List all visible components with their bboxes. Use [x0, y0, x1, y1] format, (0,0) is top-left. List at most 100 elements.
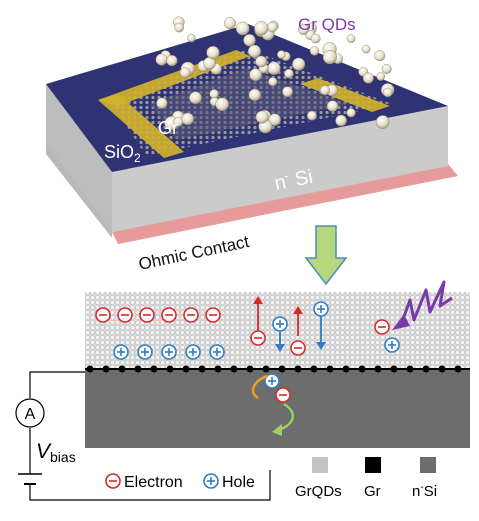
quantum-dot [346, 34, 356, 43]
quantum-dot [254, 21, 269, 36]
quantum-dot [247, 44, 261, 58]
quantum-dot [243, 34, 256, 47]
quantum-dot [361, 44, 371, 54]
electron-icon [139, 307, 155, 323]
electron-icon [183, 307, 199, 323]
graphene-atom [326, 365, 334, 373]
quantum-dot [248, 88, 261, 102]
electron-icon [250, 330, 266, 346]
electron-icon [275, 387, 291, 403]
down-arrow-icon [304, 225, 348, 286]
quantum-dot [189, 91, 202, 105]
gold-electrode-left [98, 94, 184, 158]
electron-row [95, 307, 221, 323]
ammeter-icon [15, 398, 45, 428]
quantum-dot [174, 22, 184, 33]
quantum-dot [267, 61, 281, 76]
label-sio2: SiO2 [104, 142, 141, 165]
hole-icon [264, 373, 280, 389]
quantum-dot [156, 97, 168, 109]
scattered-carriers [250, 301, 400, 403]
photon-wave-icon [400, 280, 453, 323]
graphene-atom [134, 365, 142, 373]
quantum-dot [255, 55, 267, 68]
electron-icon [205, 307, 221, 323]
legend-nsi-swatch [420, 457, 436, 473]
graphene-atom [310, 365, 318, 373]
label-gr: Gr [158, 118, 178, 138]
bias-circuit: A Vbias [15, 371, 271, 501]
hole-icon [185, 344, 201, 360]
electron-icon [117, 307, 133, 323]
quantum-dot [284, 68, 294, 79]
electron-icon [374, 319, 390, 335]
quantum-dot [322, 50, 337, 65]
quantum-dot [187, 33, 196, 43]
quantum-dot [235, 21, 250, 36]
quantum-dot [215, 97, 229, 112]
legend-hole-label: Hole [222, 474, 255, 491]
electron-icon [290, 340, 306, 356]
quantum-dot [375, 115, 390, 129]
hole-row [113, 344, 225, 360]
graphene-atom [214, 365, 222, 373]
carrier-arrows [253, 296, 326, 352]
quantum-dot [374, 50, 386, 62]
graphene-atom [374, 365, 382, 373]
quantum-dot [223, 17, 236, 30]
quantum-dot [181, 112, 194, 126]
ammeter-symbol: A [25, 406, 36, 423]
legend-grqds-swatch [312, 457, 328, 473]
hole-icon [137, 344, 153, 360]
graphene-atom [294, 365, 302, 373]
quantum-dot [209, 89, 219, 99]
orange-curved-arrow [251, 374, 269, 400]
legend-nsi-label: n-Si [412, 482, 437, 500]
graphene-atom [150, 365, 158, 373]
graphene-atom [278, 365, 286, 373]
cross-section [85, 280, 470, 448]
graphene-atom [438, 365, 446, 373]
graphene-atom [342, 365, 350, 373]
hole-icon [384, 337, 400, 353]
graphene-atom [230, 365, 238, 373]
graphene-quantum-dots [155, 16, 395, 134]
graphene-atom [262, 365, 270, 373]
legend-gr-swatch [365, 457, 381, 473]
label-gr-qds: Gr QDs [298, 15, 356, 34]
graphene-atom [118, 365, 126, 373]
quantum-dot [277, 50, 286, 59]
si-left-face [46, 84, 112, 232]
hole-icon [209, 344, 225, 360]
hole-icon [272, 316, 288, 332]
quantum-dot [292, 57, 306, 71]
quantum-dot [335, 114, 347, 127]
legend-gr-label: Gr [364, 483, 381, 500]
graphene-atom [86, 365, 94, 373]
quantum-dot [346, 108, 356, 118]
quantum-dot [383, 87, 393, 98]
hole-icon [313, 301, 329, 317]
graphene-atom [102, 365, 110, 373]
photon-arrowhead [392, 314, 410, 330]
legend-grqds-label: GrQDs [295, 483, 342, 500]
legend: Electron Hole GrQDs Gr n-Si [105, 457, 437, 500]
quantum-dot [206, 45, 220, 60]
quantum-dot [255, 110, 269, 124]
quantum-dot [268, 77, 278, 87]
quantum-dot [362, 72, 374, 84]
quantum-dot [306, 110, 317, 121]
graphene-atom [246, 365, 254, 373]
legend-electron-label: Electron [124, 474, 183, 491]
graphene-atom [166, 365, 174, 373]
graphene-atom [390, 365, 398, 373]
hole-icon [161, 344, 177, 360]
quantum-dot [179, 67, 191, 79]
quantum-dot [309, 46, 320, 56]
quantum-dot [310, 33, 321, 44]
graphene-inner [150, 68, 350, 140]
top-device: Gr QDs Gr SiO2 n- Si Ohmic Contact [46, 15, 458, 274]
quantum-dot [319, 85, 330, 96]
quantum-dot [298, 24, 309, 35]
